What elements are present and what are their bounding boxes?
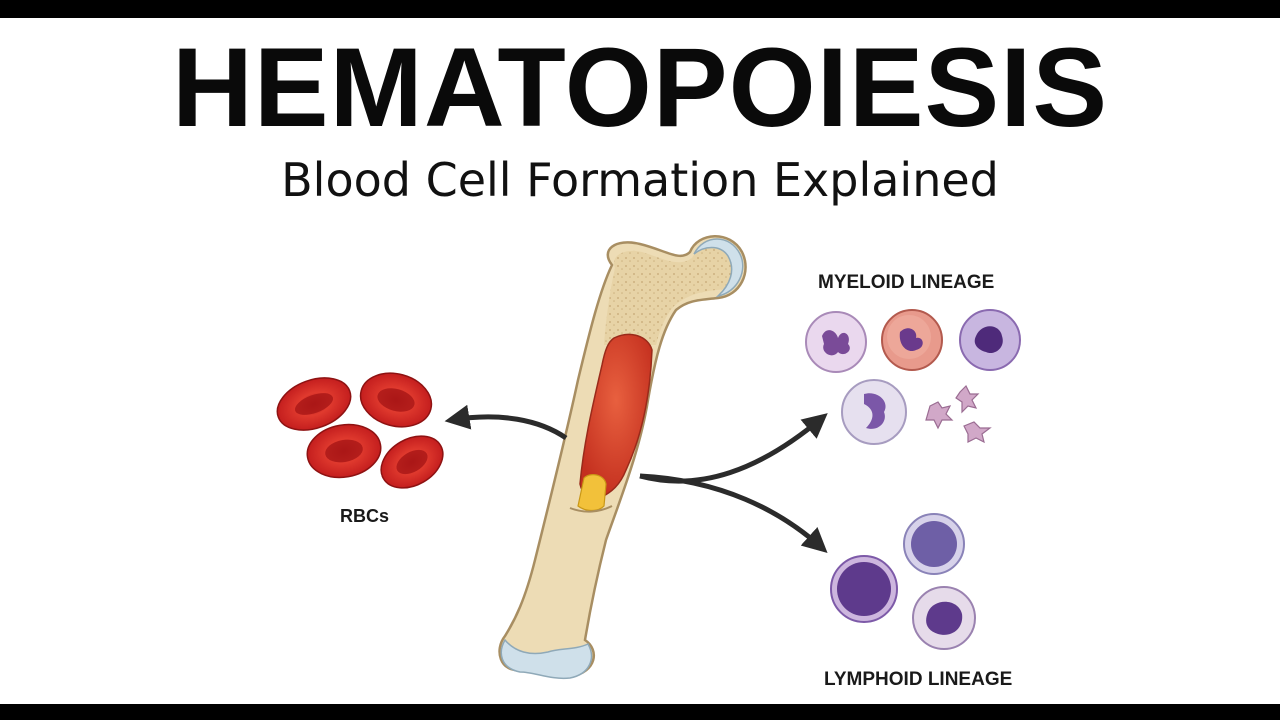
- arrow-to-rbcs: [444, 404, 568, 441]
- monocyte-cell: [841, 379, 907, 445]
- top-letterbox-bar: [0, 0, 1280, 18]
- lymphocyte-cell: [903, 513, 965, 575]
- myeloid-cells: [805, 309, 1021, 445]
- rbc-cell: [359, 372, 433, 428]
- lymphoid-lineage-label: LYMPHOID LINEAGE: [824, 669, 1013, 690]
- rbcs-label: RBCs: [340, 506, 390, 526]
- rbc-cell: [380, 435, 444, 489]
- platelets: [925, 384, 992, 444]
- eosinophil-cell: [881, 309, 943, 371]
- rbc-cell: [306, 423, 382, 479]
- femur-bone: [498, 235, 747, 680]
- lymphoid-cells: [830, 513, 976, 650]
- natural-killer-cell: [912, 586, 976, 650]
- neutrophil-cell: [805, 311, 867, 373]
- arrow-to-lymphoid: [639, 473, 828, 554]
- page-subtitle: Blood Cell Formation Explained: [281, 153, 999, 207]
- basophil-cell: [959, 309, 1021, 371]
- rbc-cell: [276, 377, 352, 431]
- bottom-letterbox-bar: [0, 704, 1280, 720]
- red-blood-cells: [276, 372, 444, 489]
- lymphocyte-cell: [830, 555, 898, 623]
- page-title: HEMATOPOIESIS: [171, 25, 1109, 150]
- arrow-to-myeloid: [639, 413, 828, 484]
- myeloid-lineage-label: MYELOID LINEAGE: [818, 272, 995, 293]
